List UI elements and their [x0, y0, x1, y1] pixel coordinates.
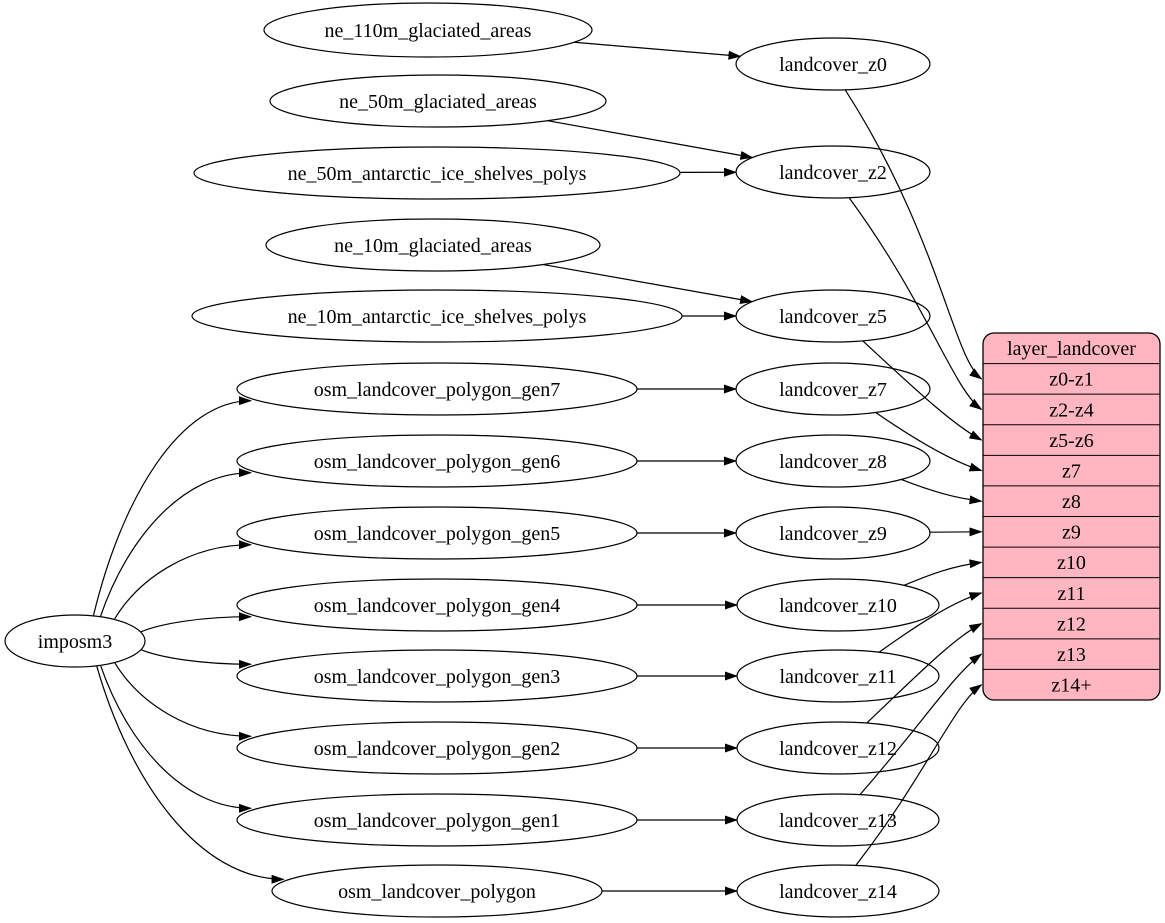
node-label: ne_10m_glaciated_areas: [334, 235, 532, 257]
edge-landcover_z11--layer_landcover-row7: [878, 592, 983, 653]
node-label: landcover_z5: [779, 306, 887, 328]
node-ne_50m_antarctic_ice_shelves_polys: ne_50m_antarctic_ice_shelves_polys: [193, 146, 681, 200]
node-landcover_z7: landcover_z7: [735, 362, 931, 416]
node-landcover_z11: landcover_z11: [736, 649, 940, 703]
node-label: landcover_z0: [779, 54, 887, 76]
node-osm_landcover_polygon_gen7: osm_landcover_polygon_gen7: [236, 362, 638, 416]
node-osm_landcover_polygon_gen6: osm_landcover_polygon_gen6: [236, 434, 638, 488]
edge-imposm3--osm_landcover_polygon_gen7: [92, 396, 252, 617]
edge-imposm3--osm_landcover_polygon_gen6: [99, 468, 252, 617]
node-osm_landcover_polygon_gen4: osm_landcover_polygon_gen4: [236, 578, 638, 632]
edge-imposm3--osm_landcover_polygon_gen1: [99, 665, 252, 813]
edge-ne_110m_glaciated_areas--landcover_z0: [574, 41, 742, 60]
node-landcover_z10: landcover_z10: [736, 578, 940, 632]
node-shape: [735, 37, 931, 91]
node-label: landcover_z12: [779, 738, 897, 760]
node-landcover_z2: landcover_z2: [735, 145, 931, 199]
node-shape: [265, 218, 601, 272]
edge-landcover_z5--layer_landcover-row2: [862, 340, 983, 441]
edge-landcover_z0--layer_landcover-row0: [844, 89, 983, 380]
edge-imposm3--osm_landcover_polygon_gen2: [114, 662, 252, 741]
node-label: landcover_z14: [779, 881, 897, 903]
node-ne_10m_glaciated_areas: ne_10m_glaciated_areas: [265, 218, 601, 272]
node-label: imposm3: [38, 631, 112, 653]
record-row-z0-z1: z0-z1: [1049, 369, 1093, 391]
node-osm_landcover_polygon_gen5: osm_landcover_polygon_gen5: [236, 506, 638, 560]
edge-ne_50m_glaciated_areas--landcover_z2: [547, 120, 754, 160]
node-shape: [269, 74, 607, 128]
node-landcover_z14: landcover_z14: [736, 864, 940, 918]
node-landcover_z0: landcover_z0: [735, 37, 931, 91]
node-label: osm_landcover_polygon_gen6: [314, 451, 561, 473]
edge-imposm3--osm_landcover_polygon_gen3: [140, 649, 252, 669]
record-row-z11: z11: [1057, 583, 1085, 605]
node-ne_10m_antarctic_ice_shelves_polys: ne_10m_antarctic_ice_shelves_polys: [191, 289, 683, 343]
record-row-z14+: z14+: [1051, 675, 1091, 697]
record-row-z5-z6: z5-z6: [1049, 430, 1093, 452]
node-landcover_z5: landcover_z5: [735, 289, 931, 343]
node-label: landcover_z11: [780, 666, 897, 688]
edge-imposm3--osm_landcover_polygon_gen4: [140, 612, 252, 633]
node-label: landcover_z8: [779, 451, 887, 473]
record-row-z8: z8: [1062, 491, 1081, 513]
edge-landcover_z13--layer_landcover-row9: [859, 653, 983, 796]
edge-imposm3--osm_landcover_polygon_gen5: [113, 540, 252, 620]
node-label: ne_110m_glaciated_areas: [325, 20, 532, 42]
node-shape: [193, 146, 681, 200]
node-label: osm_landcover_polygon_gen4: [314, 595, 561, 617]
node-osm_landcover_polygon_gen2: osm_landcover_polygon_gen2: [236, 721, 638, 775]
node-osm_landcover_polygon: osm_landcover_polygon: [271, 864, 603, 918]
node-label: landcover_z9: [779, 523, 887, 545]
edge-landcover_z14--layer_landcover-row10: [855, 684, 983, 866]
node-label: osm_landcover_polygon_gen7: [314, 379, 561, 401]
edge-landcover_z7--layer_landcover-row3: [875, 411, 983, 472]
edge-landcover_z10--layer_landcover-row6: [903, 559, 983, 586]
edge-landcover_z12--layer_landcover-row8: [866, 623, 983, 724]
record-row-z13: z13: [1057, 644, 1086, 666]
node-osm_landcover_polygon_gen3: osm_landcover_polygon_gen3: [236, 649, 638, 703]
node-label: landcover_z10: [779, 595, 897, 617]
record-row-z10: z10: [1057, 552, 1086, 574]
record-layer_landcover: layer_landcover z0-z1 z2-z4 z5-z6 z7 z8 z9 z10 z…: [982, 332, 1161, 701]
record-title: layer_landcover: [1007, 338, 1136, 360]
node-ne_50m_glaciated_areas: ne_50m_glaciated_areas: [269, 74, 607, 128]
record-row-z2-z4: z2-z4: [1049, 399, 1093, 421]
node-landcover_z8: landcover_z8: [735, 434, 931, 488]
record-row-z7: z7: [1062, 460, 1081, 482]
node-shape: [4, 614, 146, 668]
node-ne_110m_glaciated_areas: ne_110m_glaciated_areas: [263, 2, 593, 58]
edge-imposm3--osm_landcover_polygon: [96, 665, 285, 884]
node-label: osm_landcover_polygon_gen3: [314, 666, 561, 688]
node-label: landcover_z13: [779, 810, 897, 832]
node-label: ne_50m_glaciated_areas: [339, 91, 537, 113]
node-landcover_z12: landcover_z12: [736, 721, 940, 775]
node-label: landcover_z2: [779, 162, 887, 184]
edge-ne_10m_glaciated_areas--landcover_z5: [543, 263, 754, 304]
node-label: osm_landcover_polygon: [338, 881, 536, 903]
node-label: osm_landcover_polygon_gen5: [314, 523, 561, 545]
edge-landcover_z8--layer_landcover-row4: [901, 478, 983, 505]
node-label: ne_10m_antarctic_ice_shelves_polys: [288, 306, 587, 328]
edge-landcover_z2--layer_landcover-row1: [848, 197, 983, 411]
node-landcover_z9: landcover_z9: [735, 506, 931, 560]
node-imposm3: imposm3: [4, 614, 146, 668]
node-shape: [263, 2, 593, 58]
node-label: osm_landcover_polygon_gen1: [314, 810, 561, 832]
node-osm_landcover_polygon_gen1: osm_landcover_polygon_gen1: [236, 793, 638, 847]
record-row-z9: z9: [1062, 522, 1081, 544]
node-landcover_z13: landcover_z13: [736, 793, 940, 847]
node-label: ne_50m_antarctic_ice_shelves_polys: [288, 163, 587, 185]
node-label: osm_landcover_polygon_gen2: [314, 738, 561, 760]
record-row-z12: z12: [1057, 613, 1086, 635]
node-label: landcover_z7: [779, 379, 887, 401]
